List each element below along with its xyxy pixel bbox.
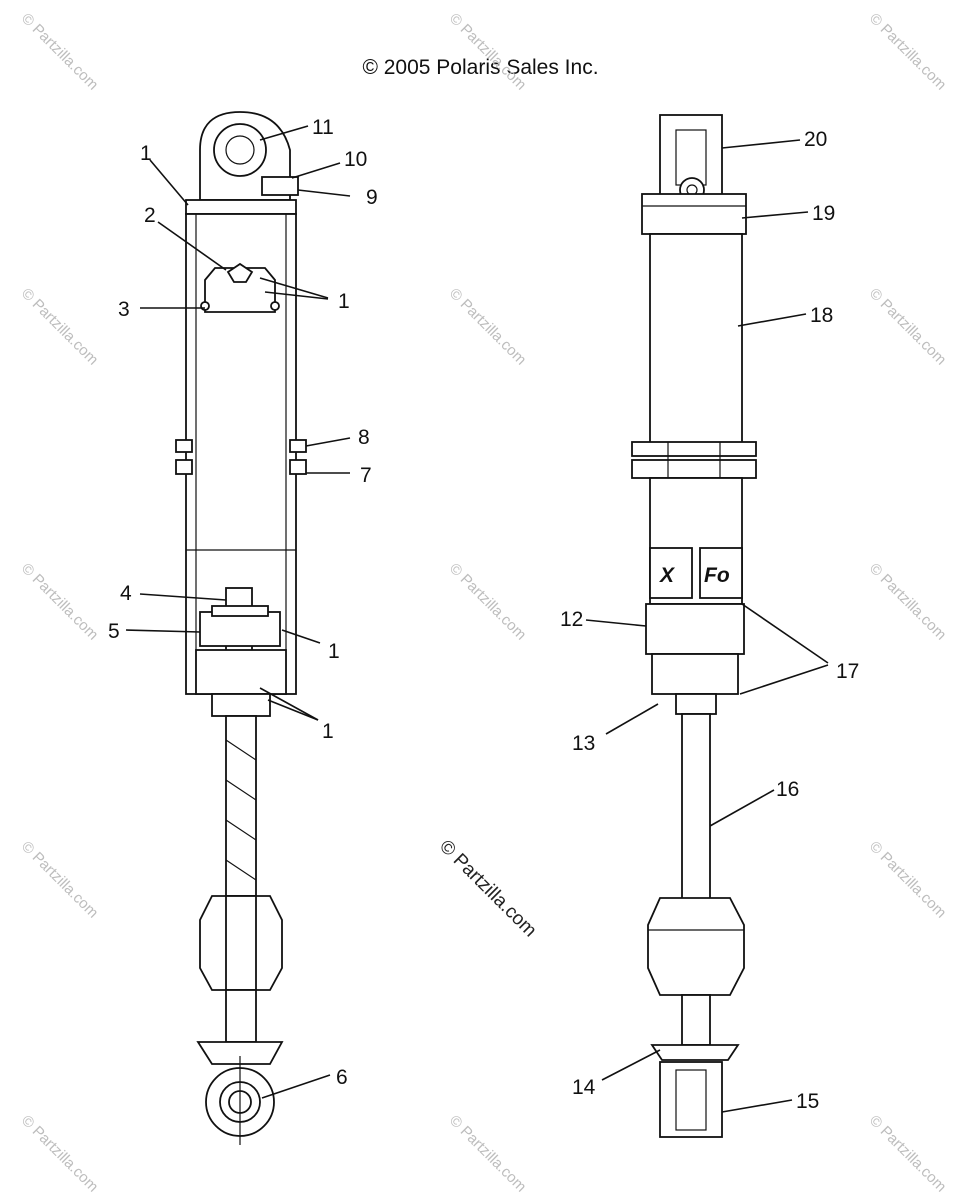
right-shock-exterior: X Fo: [631, 114, 757, 1138]
decal-left: [649, 547, 693, 599]
collar-lower-left: [175, 459, 193, 475]
callout-12: 12: [560, 608, 583, 631]
callout-5: 5: [108, 620, 120, 643]
bottom-eyelet-exterior: [659, 1061, 723, 1138]
shock-body-exterior: [649, 233, 743, 445]
copyright-text: © 2005 Polaris Sales Inc.: [362, 56, 599, 79]
top-bushing: [225, 135, 255, 165]
callout-18: 18: [810, 304, 833, 327]
callout-1: 1: [322, 720, 334, 743]
bushing-13: [675, 693, 717, 715]
shaft-through-bumper: [225, 895, 257, 991]
decal-right: [699, 547, 743, 599]
seal-head-exterior: [645, 603, 745, 655]
callout-11: 11: [312, 116, 334, 139]
callouts: 1 2 1 3 11 10 9 8 7 4 5 1 1 6 20 19 18 1…: [108, 116, 859, 1113]
callout-7: 7: [360, 464, 372, 487]
decal-left-text: X: [659, 564, 676, 587]
top-eyelet-hole: [213, 123, 267, 177]
callout-13: 13: [572, 732, 595, 755]
callout-15: 15: [796, 1090, 819, 1113]
callout-17: 17: [836, 660, 859, 683]
callout-16: 16: [776, 778, 799, 801]
floating-piston: [204, 267, 276, 313]
piston-shaft: [225, 715, 257, 897]
leader-lines: [125, 125, 829, 1113]
seal-head-lower: [211, 693, 271, 717]
bumper-exterior: [647, 897, 745, 996]
callout-14: 14: [572, 1076, 596, 1099]
piston-shaft-lower: [225, 989, 257, 1043]
callout-9: 9: [366, 186, 378, 209]
bottom-cup: [196, 1041, 284, 1065]
reservoir-cap: [641, 193, 747, 235]
seal-head: [195, 649, 287, 695]
collar-upper-left: [175, 439, 193, 453]
collar-upper-right: [289, 439, 307, 453]
decal-right-text: Fo: [704, 564, 730, 587]
collar-lower-right: [289, 459, 307, 475]
shim-stack: [211, 605, 269, 617]
bottom-cup-exterior: [650, 1044, 740, 1061]
collar-exterior-lower: [631, 459, 757, 479]
bleed-screw: [226, 262, 254, 283]
top-cap: [185, 199, 297, 215]
callout-1: 1: [140, 142, 152, 165]
left-shock-section: [175, 111, 307, 1145]
main-piston: [199, 611, 281, 647]
callout-10: 10: [344, 148, 367, 171]
callout-6: 6: [336, 1066, 348, 1089]
callout-3: 3: [118, 298, 130, 321]
callout-20: 20: [804, 128, 827, 151]
callout-1: 1: [338, 290, 350, 313]
callout-2: 2: [144, 204, 156, 227]
callout-1: 1: [328, 640, 340, 663]
collar-exterior-upper: [631, 441, 757, 457]
seal-head-ring: [651, 653, 739, 695]
valve-fitting: [261, 176, 299, 196]
callout-4: 4: [120, 582, 132, 605]
shaft-exterior-lower: [681, 994, 711, 1046]
callout-8: 8: [358, 426, 370, 449]
shaft-exterior: [681, 713, 711, 905]
callout-19: 19: [812, 202, 835, 225]
